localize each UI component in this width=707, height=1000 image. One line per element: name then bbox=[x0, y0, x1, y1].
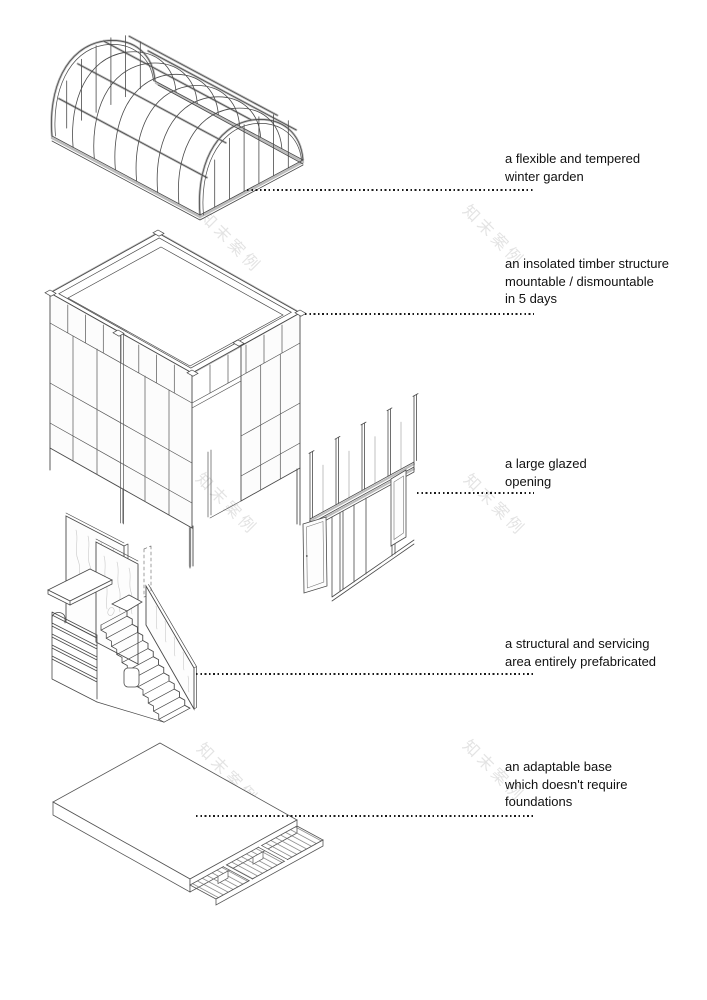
label-line: in 5 days bbox=[505, 291, 558, 306]
label-line: winter garden bbox=[505, 168, 584, 184]
label-glazed-opening: a large glazed opening bbox=[505, 455, 690, 490]
leader-line-base-platform bbox=[196, 815, 534, 817]
label-line: mountable / dismountable bbox=[505, 273, 654, 289]
label-line: a large glazed bbox=[505, 456, 587, 471]
glazed-opening-drawing bbox=[302, 393, 419, 602]
label-line: a flexible and tempered bbox=[505, 151, 641, 166]
label-line: a structural and servicing bbox=[505, 636, 650, 651]
winter-garden-drawing bbox=[50, 35, 305, 221]
leader-line-timber-structure bbox=[305, 313, 534, 315]
label-line: area entirely prefabricated bbox=[505, 653, 657, 669]
base-platform-drawing bbox=[52, 742, 324, 906]
timber-structure-drawing bbox=[44, 229, 307, 569]
label-winter-garden: a flexible and tempered winter garden bbox=[505, 150, 690, 185]
label-line: which doesn't require bbox=[505, 776, 628, 792]
label-line: an adaptable base bbox=[505, 759, 612, 774]
label-timber-structure: an insolated timber structure mountable … bbox=[505, 255, 690, 308]
leader-line-winter-garden bbox=[247, 189, 535, 191]
leader-line-glazed-opening bbox=[417, 492, 534, 494]
service-core-drawing bbox=[47, 512, 197, 723]
label-base-platform: an adaptable base which doesn't require … bbox=[505, 758, 690, 811]
label-service-core: a structural and servicing area entirely… bbox=[505, 635, 690, 670]
leader-line-service-core bbox=[196, 673, 534, 675]
label-line: opening bbox=[505, 473, 552, 489]
label-line: an insolated timber structure bbox=[505, 256, 670, 271]
label-line: foundations bbox=[505, 794, 573, 809]
